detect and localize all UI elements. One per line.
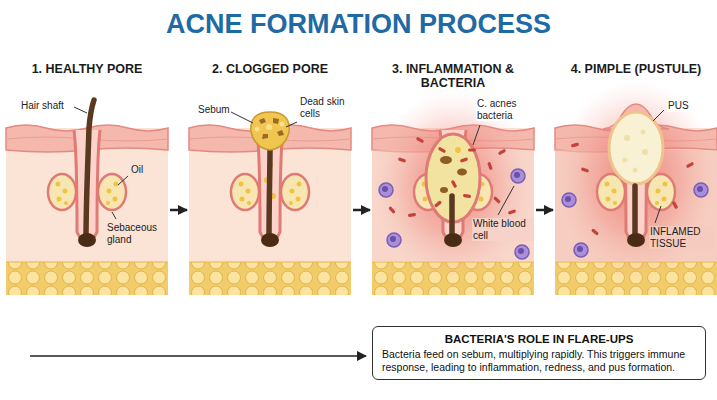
part-label: Hair shaft bbox=[20, 100, 65, 112]
part-label: Sebum bbox=[197, 104, 231, 116]
leader-lines bbox=[74, 107, 128, 219]
stage-heading: 3. INFLAMMATION & BACTERIA bbox=[390, 62, 516, 90]
stage-arrow bbox=[170, 209, 187, 212]
diagram-title: ACNE FORMATION PROCESS bbox=[0, 8, 717, 40]
part-label: Sebaceous gland bbox=[106, 222, 164, 245]
stage-arrow bbox=[536, 209, 553, 212]
stage-arrow bbox=[353, 209, 370, 212]
box-heading: BACTERIA'S ROLE IN FLARE-UPS bbox=[382, 332, 696, 346]
part-label: INFLAMED TISSUE bbox=[649, 226, 715, 249]
clogged-pore-art bbox=[189, 112, 351, 295]
healthy-pore-art bbox=[6, 100, 168, 295]
stage-panel: 4. PIMPLE (PUSTULE) bbox=[555, 58, 717, 295]
box-body: Bacteria feed on sebum, multiplying rapi… bbox=[382, 348, 696, 373]
leader-lines bbox=[473, 125, 514, 215]
stage-heading: 2. CLOGGED PORE bbox=[193, 62, 347, 76]
part-label: PUS bbox=[667, 100, 690, 112]
leader-lines bbox=[653, 110, 664, 223]
pustule-art bbox=[554, 80, 717, 295]
part-label: Oil bbox=[130, 164, 144, 176]
part-label: White blood cell bbox=[472, 218, 534, 241]
stage-panel: 3. INFLAMMATION & BACTERIA bbox=[372, 58, 534, 295]
stage-panel: 1. HEALTHY PORE bbox=[6, 58, 168, 295]
note-box: BACTERIA'S ROLE IN FLARE-UPS Bacteria fee… bbox=[372, 326, 706, 380]
part-label: C. acnes bacteria bbox=[476, 98, 536, 121]
part-label: Dead skin cells bbox=[299, 96, 351, 119]
stage-heading: 1. HEALTHY PORE bbox=[10, 62, 164, 76]
stage-heading: 4. PIMPLE (PUSTULE) bbox=[557, 62, 715, 76]
flow-arrow bbox=[30, 355, 366, 357]
leader-lines bbox=[231, 112, 297, 127]
stage-panel: 2. CLOGGED PORE bbox=[189, 58, 351, 295]
